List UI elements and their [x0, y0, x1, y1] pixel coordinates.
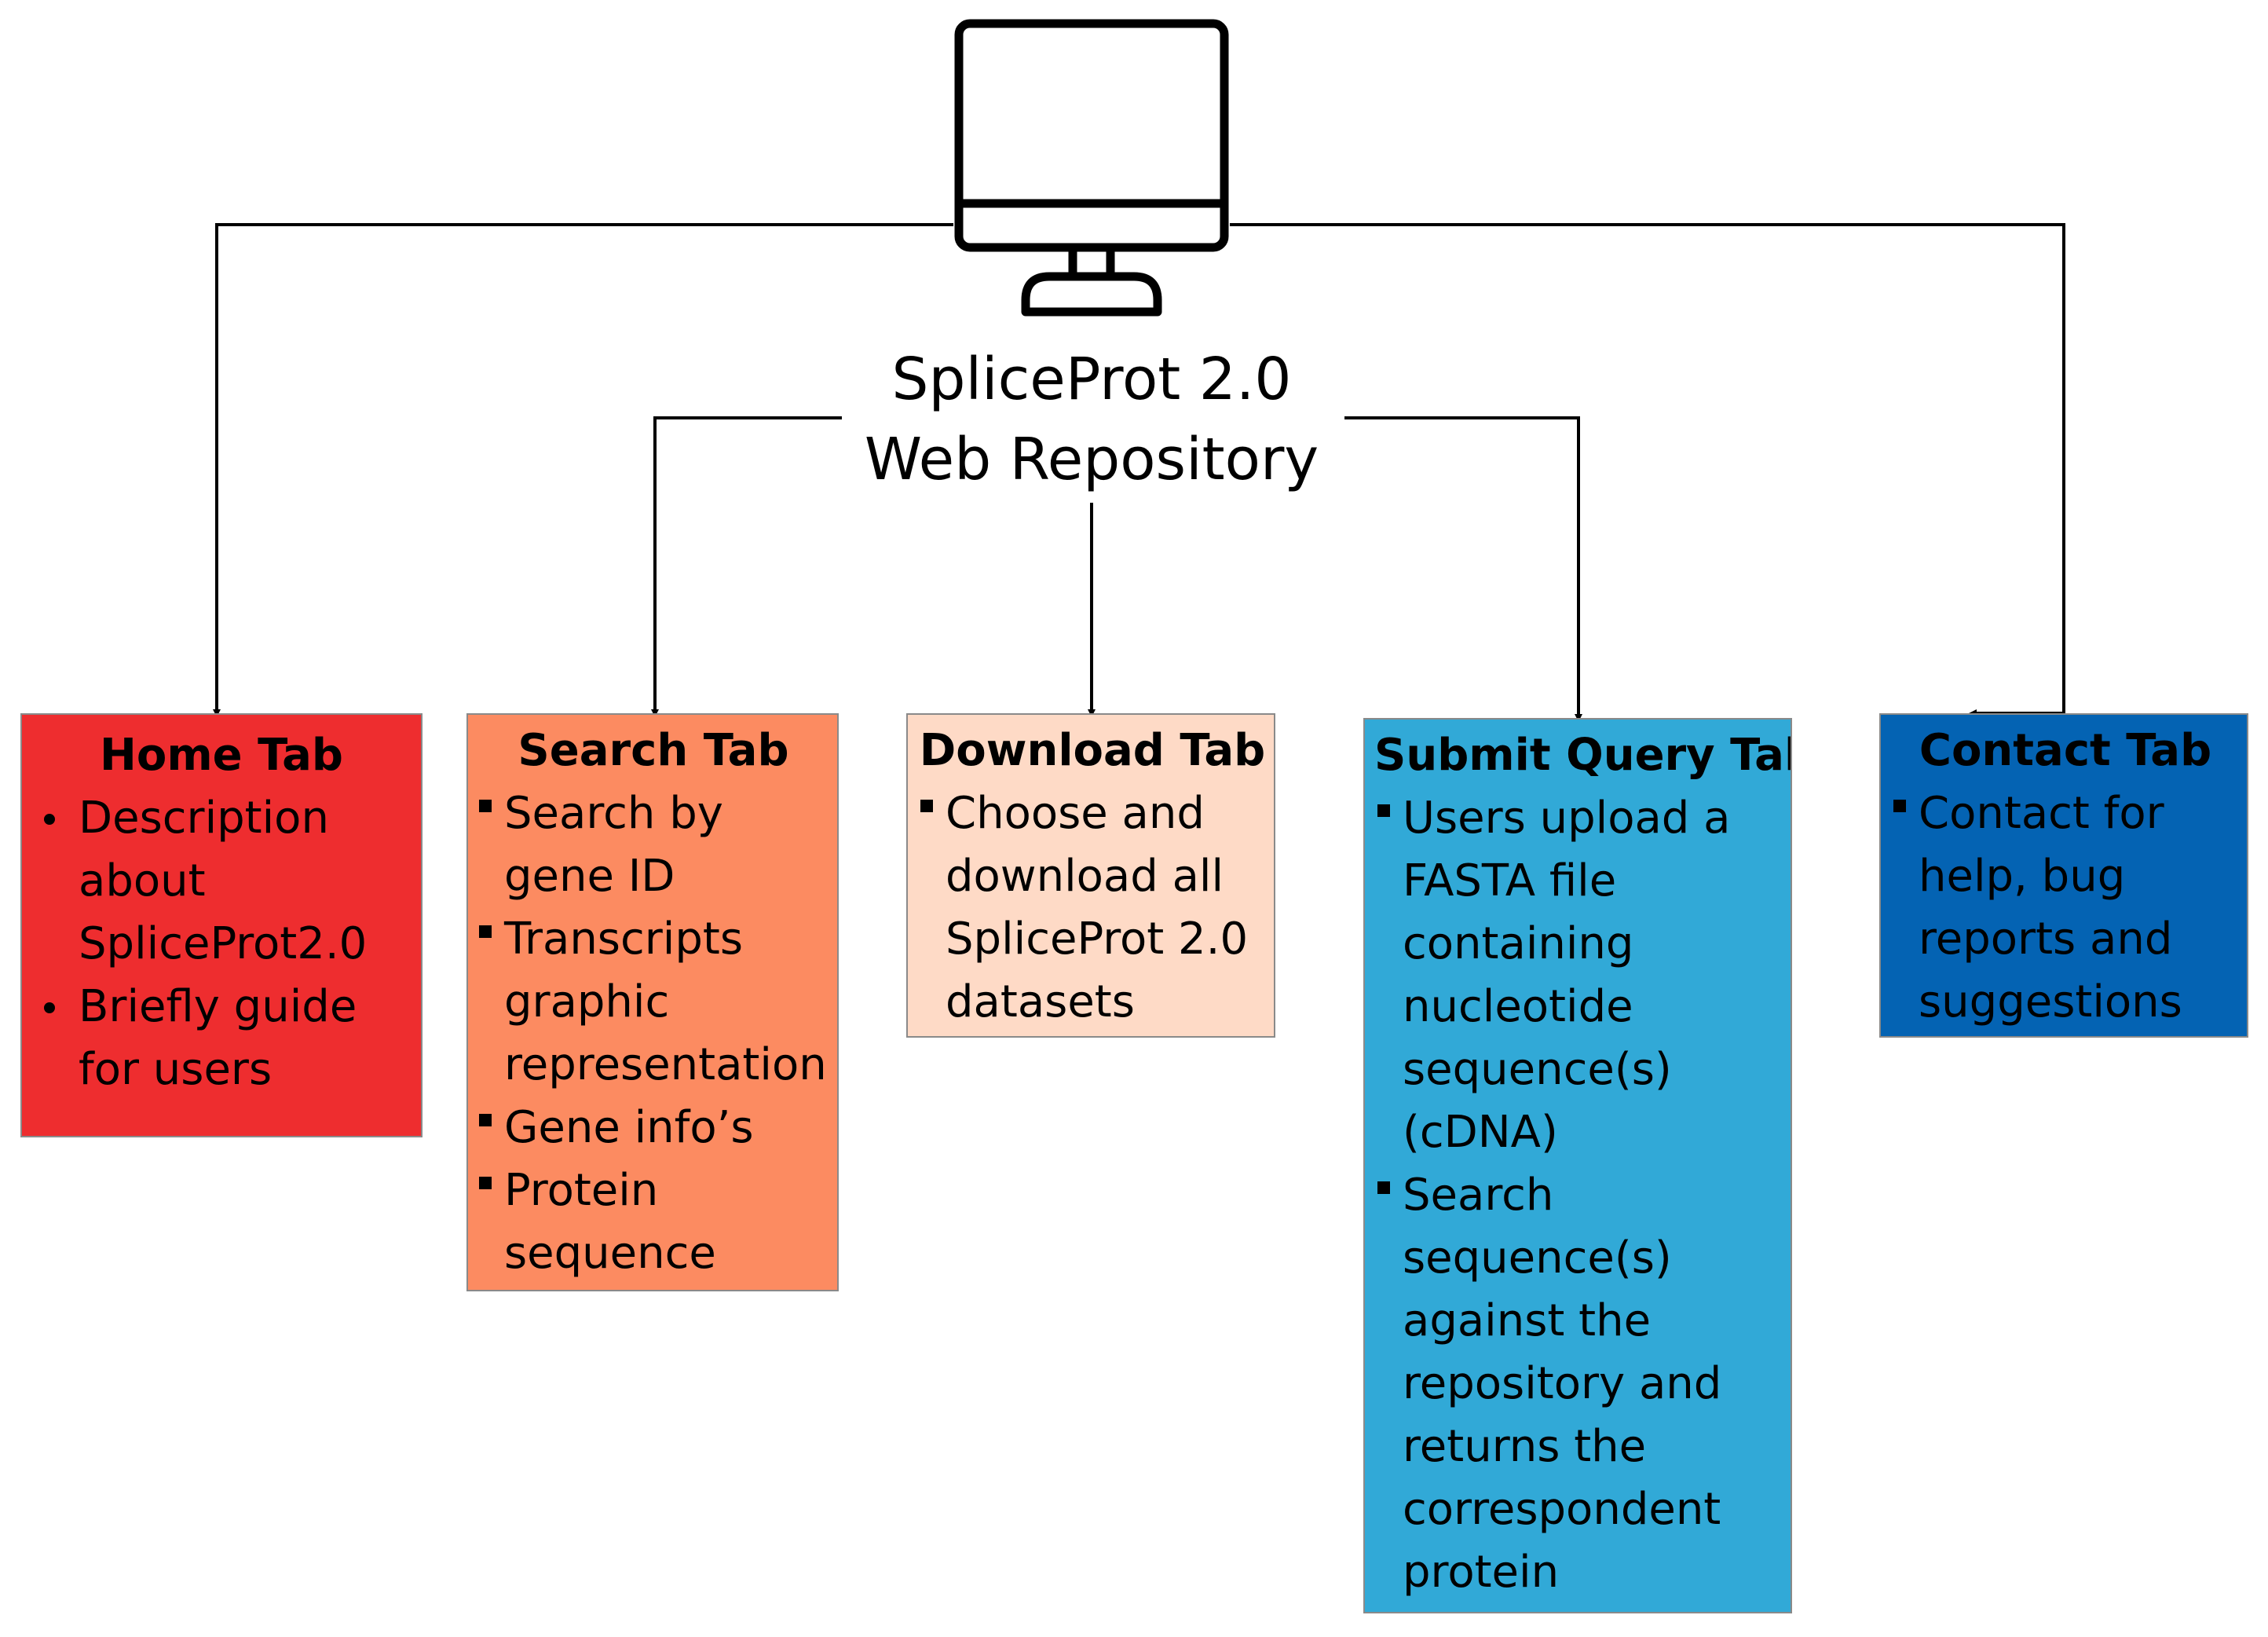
- download-tab-heading: Download Tab: [919, 725, 1266, 776]
- search-tab-item: Protein sequence: [476, 1159, 831, 1285]
- connector-home: [213, 223, 953, 717]
- download-tab-box: Download Tab Choose and download all Spl…: [906, 713, 1275, 1038]
- connector-search: [651, 416, 842, 717]
- submit-query-tab-list: Users upload a FASTA file containing nuc…: [1374, 787, 1784, 1612]
- search-tab-item: Gene info’s: [476, 1097, 831, 1159]
- contact-tab-list: Contact for help, bug reports and sugges…: [1890, 782, 2241, 1034]
- home-tab-item: Description about SpliceProt2.0: [30, 787, 413, 976]
- submit-query-tab-item: Search sequence(s) against the repositor…: [1374, 1164, 1784, 1612]
- contact-tab-item: Contact for help, bug reports and sugges…: [1890, 782, 2241, 1034]
- submit-query-tab-item: Users upload a FASTA file containing nuc…: [1374, 787, 1784, 1164]
- home-tab-list: Description about SpliceProt2.0 Briefly …: [30, 787, 413, 1101]
- diagram-title: SpliceProt 2.0 Web Repository: [801, 339, 1382, 500]
- submit-query-tab-box: Submit Query Tab Users upload a FASTA fi…: [1363, 718, 1792, 1613]
- home-tab-heading: Home Tab: [99, 730, 344, 781]
- home-tab-box: Home Tab Description about SpliceProt2.0…: [20, 713, 423, 1137]
- search-tab-item: Transcripts graphic representation: [476, 908, 831, 1097]
- search-tab-list: Search by gene ID Transcripts graphic re…: [476, 782, 831, 1285]
- contact-tab-box: Contact Tab Contact for help, bug report…: [1879, 713, 2248, 1038]
- search-tab-box: Search Tab Search by gene ID Transcripts…: [466, 713, 839, 1291]
- search-tab-heading: Search Tab: [518, 725, 789, 776]
- monitor-icon: [954, 19, 1229, 317]
- contact-tab-heading: Contact Tab: [1919, 725, 2212, 776]
- download-tab-list: Choose and download all SpliceProt 2.0 d…: [917, 782, 1268, 1034]
- download-tab-item: Choose and download all SpliceProt 2.0 d…: [917, 782, 1268, 1034]
- search-tab-item: Search by gene ID: [476, 782, 831, 908]
- title-line-1: SpliceProt 2.0: [891, 346, 1292, 413]
- connector-submit: [1344, 416, 1582, 722]
- title-line-2: Web Repository: [864, 426, 1319, 493]
- home-tab-item: Briefly guide for users: [30, 976, 413, 1101]
- submit-query-tab-heading: Submit Query Tab: [1374, 730, 1792, 781]
